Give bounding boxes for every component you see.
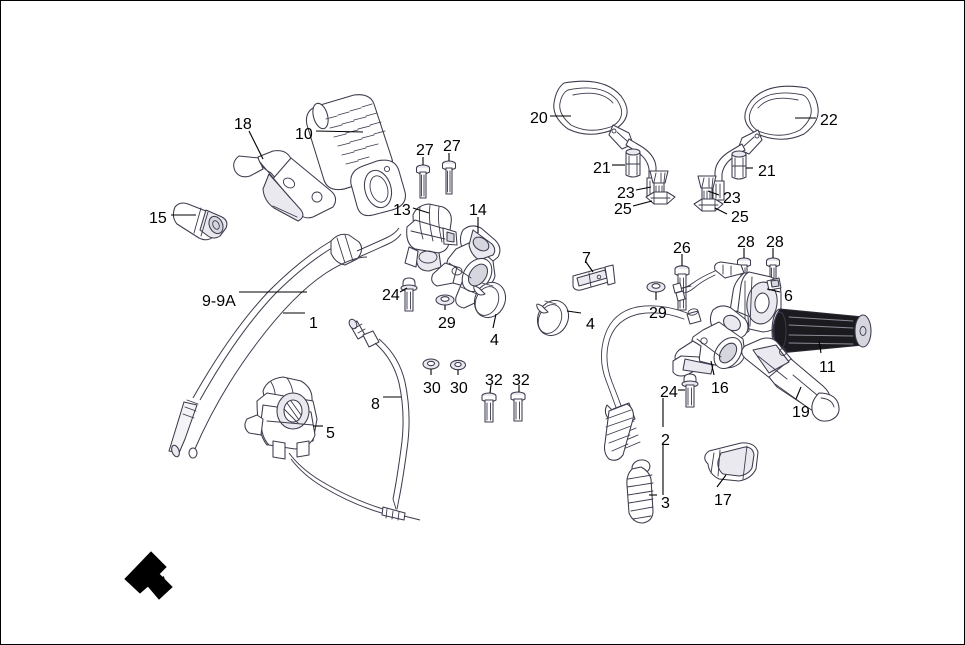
part-label-10: 10 (295, 126, 313, 143)
part-9-9A-control-cables (168, 227, 402, 458)
part-1-throttle-cable (188, 256, 368, 459)
part-19-front-brake-lever (741, 337, 840, 422)
part-16-brake-master-cylinder (672, 305, 749, 377)
part-27-bolts (415, 160, 457, 199)
part-22-right-mirror (712, 85, 819, 201)
part-24-flange-bolt-left (400, 277, 418, 312)
part-24-flange-bolt-right (681, 373, 699, 408)
part-17-lever-cover (704, 442, 759, 482)
part-29-washer-center (435, 294, 455, 306)
part-label-9-9a: 9-9A (202, 293, 236, 310)
part-label-24: 24 (382, 287, 400, 304)
part-21-cap-left (625, 148, 641, 178)
part-15-bar-end-cap (172, 202, 228, 241)
part-2-3-hose-and-boots (601, 305, 688, 524)
part-25-hex-nut-right (693, 198, 724, 212)
part-label-30: 30 (450, 380, 468, 397)
fr-direction-arrow (124, 551, 173, 600)
part-10-left-hand-grip (305, 94, 406, 217)
part-label-4: 4 (490, 332, 499, 349)
part-label-28: 28 (737, 234, 755, 251)
part-7-bracket-clip (572, 264, 616, 291)
part-20-left-mirror (553, 80, 659, 198)
part-30-washer-b (449, 359, 467, 371)
part-label-21: 21 (593, 160, 611, 177)
part-label-7: 7 (582, 250, 591, 267)
part-label-27: 27 (443, 138, 461, 155)
part-label-19: 19 (792, 404, 810, 421)
part-8-speedometer-cable (348, 318, 410, 510)
part-label-30: 30 (423, 380, 441, 397)
part-label-32: 32 (512, 372, 530, 389)
part-label-32: 32 (485, 372, 503, 389)
part-label-1: 1 (309, 315, 318, 332)
part-label-8: 8 (371, 396, 380, 413)
part-label-20: 20 (530, 110, 548, 127)
part-4-clamp-ring-a (473, 281, 507, 319)
part-3-boot-lower (626, 459, 654, 524)
part-label-28: 28 (766, 234, 784, 251)
part-label-5: 5 (326, 425, 335, 442)
part-21-cap-right (731, 150, 747, 180)
part-label-24: 24 (660, 384, 678, 401)
part-label-25: 25 (614, 201, 632, 218)
part-32-bolt-b (510, 391, 526, 422)
part-25-hex-nut-left (645, 191, 676, 205)
part-label-6: 6 (784, 288, 793, 305)
part-label-16: 16 (711, 380, 729, 397)
part-label-4: 4 (586, 316, 595, 333)
leader-lines (171, 115, 822, 496)
part-32-bolt-a (481, 392, 497, 423)
part-label-21: 21 (758, 163, 776, 180)
part-label-29: 29 (438, 315, 456, 332)
part-label-23: 23 (617, 185, 635, 202)
part-30-washer-a (422, 358, 440, 370)
part-2-boot-upper (603, 402, 641, 461)
part-label-3: 3 (661, 495, 670, 512)
part-label-25: 25 (731, 209, 749, 226)
part-29-washer-right (646, 281, 666, 293)
part-label-17: 17 (714, 492, 732, 509)
part-5-throttle-housing (244, 376, 421, 521)
part-label-15: 15 (149, 210, 167, 227)
part-label-18: 18 (234, 116, 252, 133)
part-4-clamp-ring-b (536, 299, 570, 337)
part-label-22: 22 (820, 112, 838, 129)
part-label-27: 27 (416, 142, 434, 159)
part-13-left-switch-assembly (404, 203, 458, 272)
part-18-clutch-lever (233, 150, 337, 222)
part-label-26: 26 (673, 240, 691, 257)
part-label-13: 13 (393, 202, 411, 219)
part-label-23: 23 (723, 190, 741, 207)
part-label-11: 11 (819, 359, 836, 376)
part-label-2: 2 (661, 432, 670, 449)
part-label-14: 14 (469, 202, 487, 219)
part-11-right-hand-grip (771, 308, 872, 354)
part-label-29: 29 (649, 305, 667, 322)
